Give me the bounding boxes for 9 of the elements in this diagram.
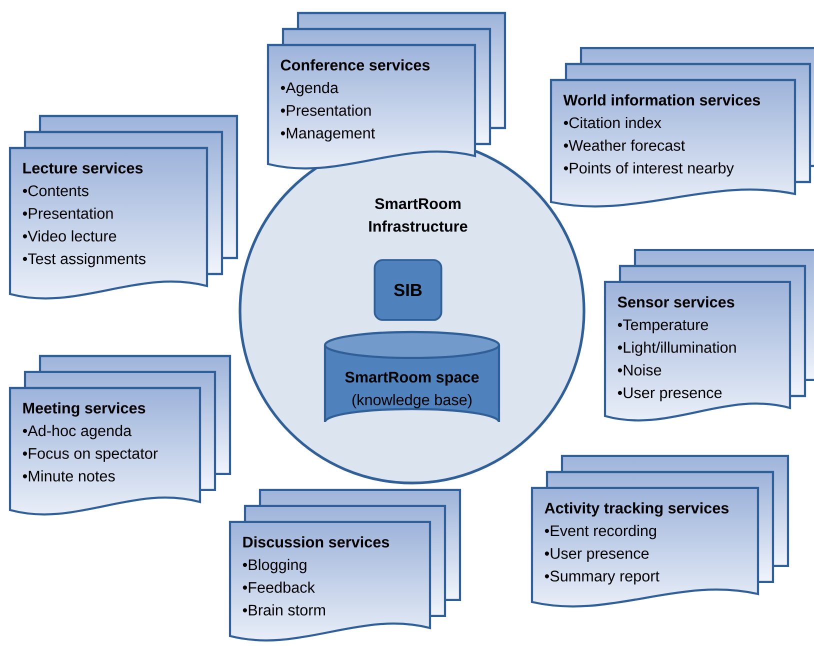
broker-box: SIB (374, 259, 442, 321)
document-stack: World information services •Citation index •Weather forecast •Points of interest nearby (550, 46, 814, 208)
document-stack: Discussion services •Blogging •Feedback •Brain storm (228, 488, 462, 642)
document-stack: Activity tracking services •Event recording •User presence •Summary report (530, 454, 790, 608)
document-stack: Lecture services •Contents •Presentation •Video lecture •Test assignments (8, 114, 238, 300)
document-stack: Sensor services •Temperature •Light/illumination •Noise •User presence (604, 248, 814, 422)
document-stack: Meeting services •Ad-hoc agenda •Focus on spectator •Minute notes (8, 354, 232, 516)
database-cylinder: SmartRoom space (knowledge base) (324, 330, 500, 424)
document-stack: Conference services •Agenda •Presentation •Management (266, 12, 506, 170)
